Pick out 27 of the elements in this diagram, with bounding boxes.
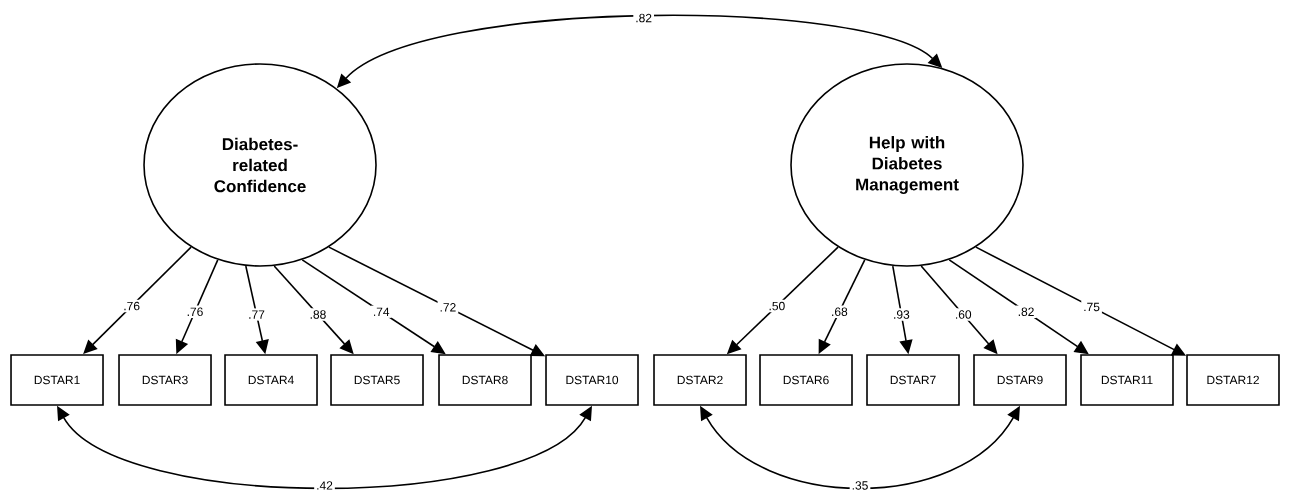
indicator-box: DSTAR1 [10,354,104,406]
edge-label: .68 [829,305,850,318]
edge-label: .42 [314,479,335,492]
edge-label: .77 [246,308,267,321]
edge-label: .60 [952,308,974,321]
indicator-box: DSTAR2 [653,354,747,406]
indicator-box: DSTAR12 [1186,354,1280,406]
edge-label: .76 [121,299,142,313]
indicator-box: DSTAR3 [118,354,212,406]
indicator-box: DSTAR8 [438,354,532,406]
indicator-box: DSTAR7 [866,354,960,406]
edge-label: .93 [891,308,912,321]
indicator-box: DSTAR6 [759,354,853,406]
indicator-box: DSTAR4 [224,354,318,406]
edge-label: .35 [849,479,871,492]
edge-label: .72 [437,301,459,314]
indicator-box: DSTAR11 [1080,354,1174,406]
edge-label: .82 [633,11,654,25]
indicator-box: DSTAR9 [973,354,1067,406]
indicator-box: DSTAR10 [545,354,639,406]
edge-label: .88 [307,308,329,321]
edge-label: .50 [766,299,788,313]
edge-label: .82 [1015,305,1037,318]
edge-label: .74 [370,305,392,318]
edge-label: .76 [184,305,206,318]
indicator-box: DSTAR5 [330,354,424,406]
edge-label: .75 [1081,300,1102,314]
